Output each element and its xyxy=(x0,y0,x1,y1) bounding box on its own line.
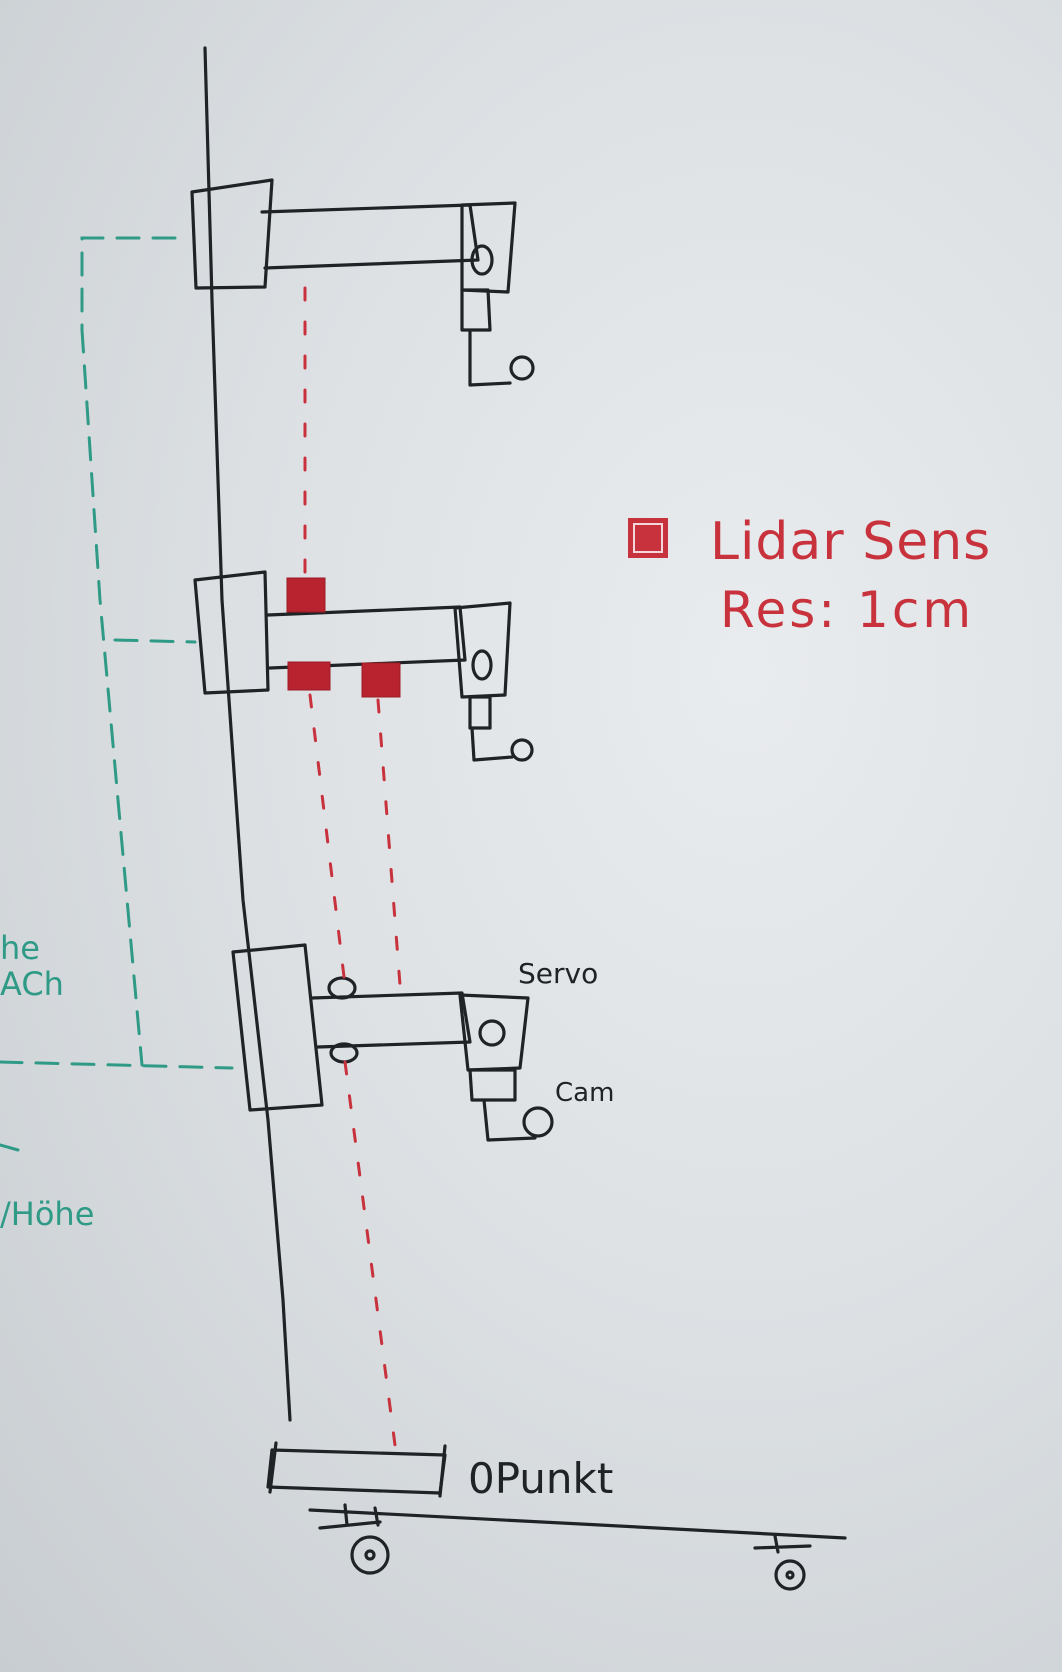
wheel-right-hub xyxy=(785,1570,795,1580)
carriage-top-block xyxy=(190,178,274,290)
left-fragment-middle: ACh xyxy=(0,965,64,1003)
wheel-right-axle xyxy=(753,1534,812,1554)
legend-lidar-label: Lidar Sens xyxy=(710,512,992,572)
height-marker-arrow xyxy=(0,1143,20,1152)
lidar-sensor-middle-left xyxy=(287,661,331,691)
carriage-middle-arm xyxy=(266,605,467,670)
lidar-beam-middle-left xyxy=(308,693,347,987)
servo-top-icon xyxy=(470,244,494,276)
base-plate xyxy=(266,1448,447,1495)
carriage-top-arm xyxy=(260,203,480,270)
carriage-lower-block xyxy=(231,943,324,1112)
left-fragment-top: he xyxy=(0,929,40,967)
wheel-left-hub xyxy=(364,1549,376,1561)
carriage-top-mount xyxy=(460,288,512,387)
left-fragment-bottom: /Höhe xyxy=(0,1195,95,1233)
height-marker-vertical xyxy=(80,328,144,1067)
zero-point-label: 0Punkt xyxy=(468,1454,614,1503)
carriage-middle-block xyxy=(193,570,270,695)
servo-middle-icon xyxy=(471,649,493,681)
carriage-lower xyxy=(231,943,554,1142)
carriage-lower-mount xyxy=(468,1068,537,1142)
wheel-left-icon xyxy=(350,1535,390,1575)
carriage-middle-servo xyxy=(453,601,512,699)
vertical-rail xyxy=(203,46,292,1422)
legend-lidar-swatch-inner xyxy=(633,523,663,553)
camera-lower-icon xyxy=(522,1106,554,1138)
carriage-top-servo xyxy=(460,201,517,294)
base-plate-ends xyxy=(268,1441,447,1498)
lidar-emitter-lower-top xyxy=(327,976,357,1000)
wheel-right-icon xyxy=(774,1559,806,1591)
lidar-beam-middle-right xyxy=(376,698,402,987)
height-marker-top xyxy=(80,236,177,332)
servo-lower-icon xyxy=(478,1019,506,1047)
carriage-middle xyxy=(193,570,534,762)
wheel-left-axle xyxy=(318,1503,382,1530)
height-marker-lower xyxy=(0,1060,234,1070)
lidar-beam-lower-to-base xyxy=(343,1060,397,1447)
ground-line xyxy=(308,1508,847,1540)
cam-label: Cam xyxy=(555,1078,615,1108)
servo-label: Servo xyxy=(518,957,599,990)
carriage-middle-mount xyxy=(468,695,514,762)
lidar-sensor-middle-right xyxy=(361,662,401,698)
carriage-top xyxy=(190,178,535,387)
carriage-lower-servo xyxy=(458,993,530,1072)
camera-top-icon xyxy=(509,355,535,381)
camera-middle-icon xyxy=(510,738,534,762)
carriage-lower-arm xyxy=(310,991,472,1049)
lidar-sensor-middle-top xyxy=(286,577,326,613)
zero-point-base xyxy=(266,1441,812,1591)
legend-resolution-label: Res: 1cm xyxy=(720,581,975,639)
height-marker-middle xyxy=(113,638,197,644)
